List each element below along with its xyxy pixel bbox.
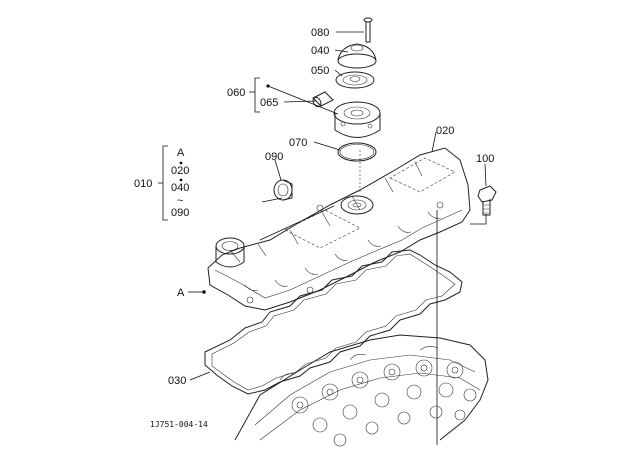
head-cover-gasket [204,249,463,395]
diaphragm [335,71,375,89]
figure-id: 1J751-004-14 [150,420,208,429]
callout-060: 060 [227,87,245,99]
group-010-item-090: 090 [171,207,189,219]
head-cover [207,147,471,311]
callout-040: 040 [311,45,329,57]
breather-pipe [312,91,334,108]
callout-050: 050 [311,65,329,77]
group-bracket-010 [158,145,183,221]
callout-080: 080 [311,27,329,39]
oil-seal [273,179,293,201]
screw [363,17,373,43]
breather-cap [337,43,377,69]
o-ring [337,142,377,162]
callout-030: 030 [168,375,186,387]
bolt [477,185,497,216]
callout-100: 100 [476,153,494,165]
callout-070: 070 [289,137,307,149]
group-010-item-a: A [177,147,185,159]
cylinder-head [234,334,489,447]
callout-010: 010 [134,178,152,190]
group-010-tilde: ~ [177,195,183,207]
callout-090: 090 [265,151,283,163]
group-010-item-040: 040 [171,182,189,194]
leader-lines [188,31,487,445]
callout-065: 065 [260,97,278,109]
callout-A-bottom: A [177,287,185,299]
group-010-item-020: 020 [171,165,189,177]
breather-body [333,101,381,138]
group-bracket-060 [249,77,260,113]
callout-020: 020 [436,125,454,137]
